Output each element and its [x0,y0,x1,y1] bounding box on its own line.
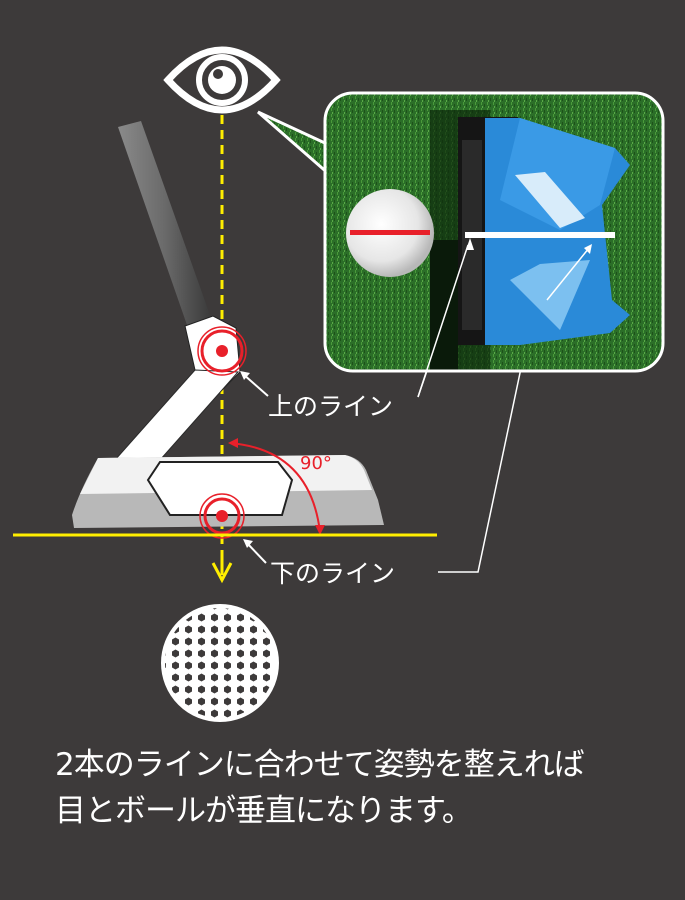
arrow-down-icon [211,550,233,584]
upper-line-label: 上のライン [268,392,394,421]
eye-icon [163,46,281,114]
caption: 2本のラインに合わせて姿勢を整えれば 目とボールが垂直になります。 [55,742,585,834]
angle-label: 90° [300,453,332,474]
lower-label-pointer [243,539,267,564]
golf-ball-icon [161,604,279,722]
caption-line-1: 2本のラインに合わせて姿勢を整えれば [55,747,585,783]
lower-target-marker [199,493,245,539]
upper-label-pointer [240,371,269,397]
caption-line-2: 目とボールが垂直になります。 [55,793,473,829]
putter-neck [113,369,240,461]
upper-target-marker [197,326,247,376]
putter-head-side-view [72,455,384,528]
angle-arc [228,438,325,535]
inset-top-view-photo [323,91,665,398]
lower-line-label: 下のライン [270,559,396,588]
